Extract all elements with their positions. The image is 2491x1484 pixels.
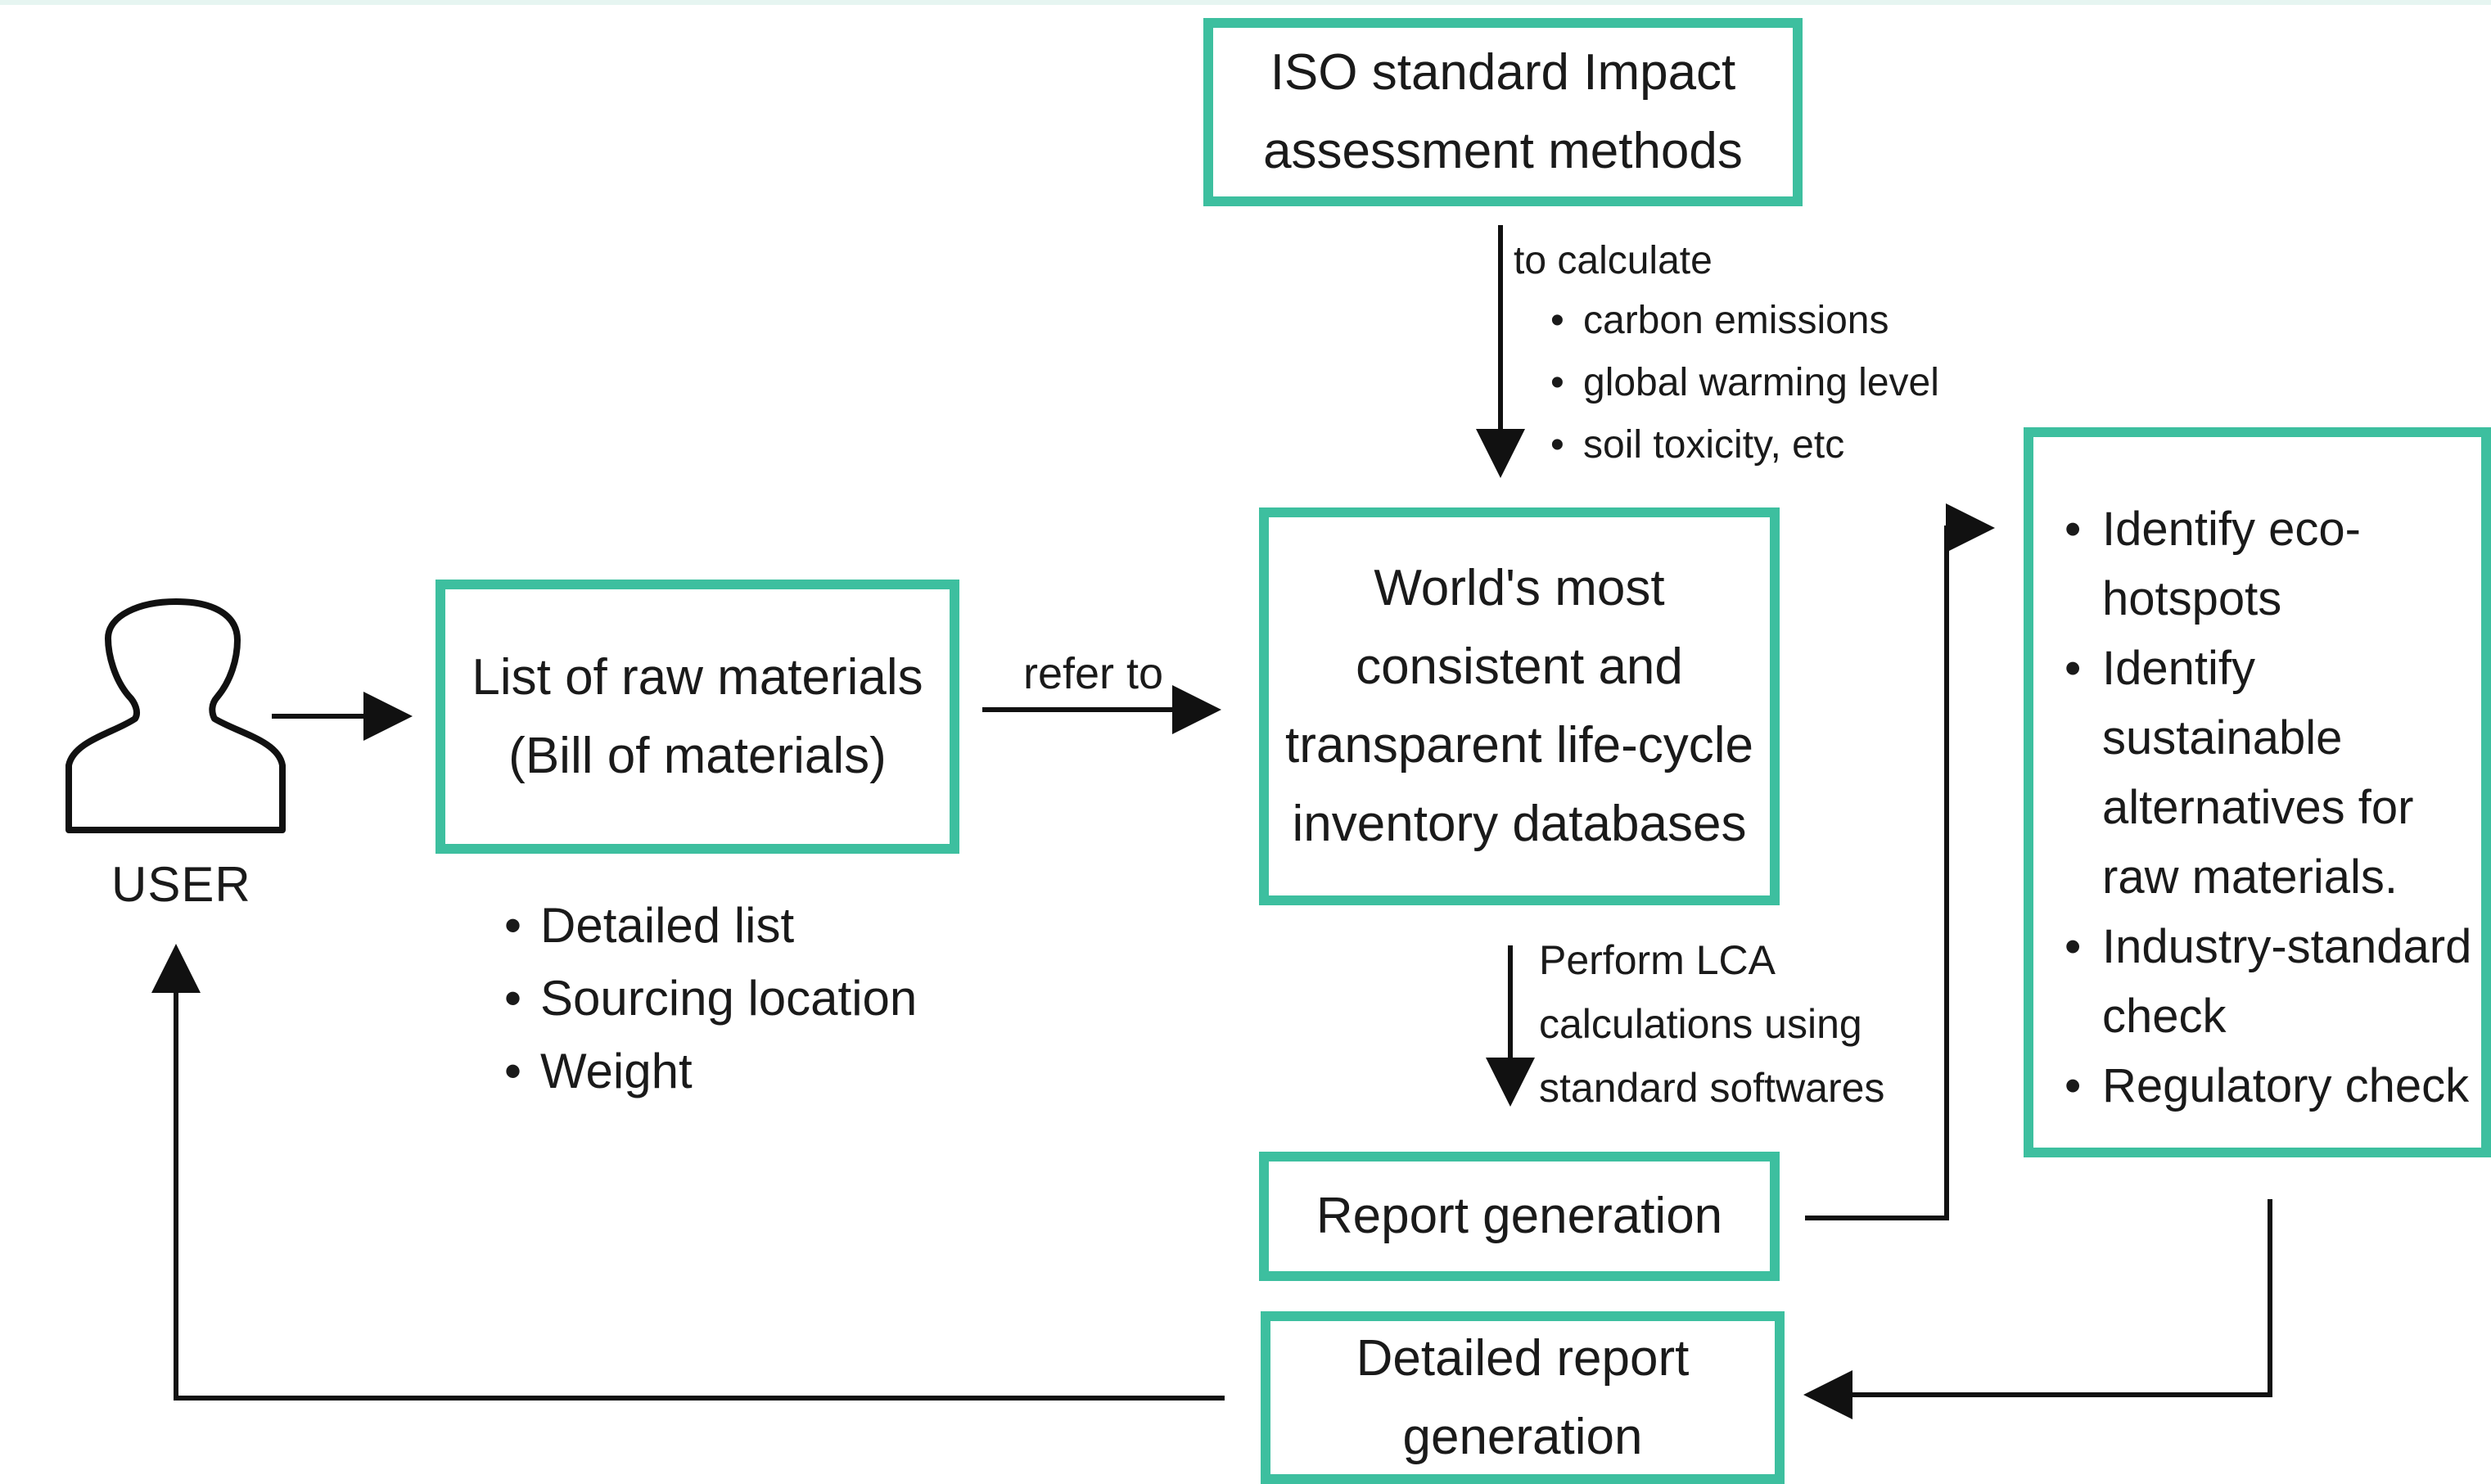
user-label: USER [111, 857, 251, 912]
user-icon [65, 598, 286, 833]
database-line1: World's most [1374, 560, 1665, 616]
lca-calc-label: Perform LCA calculations using standard … [1539, 928, 1884, 1120]
refer-to-label: refer to [1023, 649, 1164, 698]
insight-text: hotspots [2102, 572, 2282, 625]
insight-text: Industry-standard [2102, 920, 2472, 973]
insight-text: Regulatory check [2102, 1059, 2470, 1112]
insights-box: Identify eco- hotspots Identify sustaina… [2024, 427, 2491, 1157]
bom-title-line2: (Bill of materials) [508, 727, 887, 784]
calculate-bullet: carbon emissions [1547, 290, 1939, 352]
insight-text: Identify [2102, 642, 2255, 695]
insights-bullets: Identify eco- hotspots Identify sustaina… [2061, 494, 2471, 1121]
database-line2: consistent and [1356, 638, 1683, 695]
arrow-insights-to-detailed-report [1803, 1199, 2272, 1419]
insight-item: Regulatory check [2061, 1051, 2471, 1121]
report-label: Report generation [1315, 1188, 1723, 1244]
bom-bullet: Detailed list [501, 889, 917, 962]
lca-line2: calculations using [1539, 1001, 1862, 1047]
insight-text: alternatives for [2102, 781, 2414, 834]
insight-text: check [2102, 990, 2227, 1043]
bom-title-line1: List of raw materials [472, 648, 923, 706]
report-generation-box: Report generation [1259, 1152, 1780, 1281]
iso-methods-box: ISO standard Impact assessment methods [1203, 18, 1803, 206]
iso-line2: assessment methods [1263, 123, 1743, 179]
database-line4: inventory databases [1292, 796, 1747, 852]
insight-text: raw materials. [2102, 850, 2398, 904]
bom-bullet: Weight [501, 1035, 917, 1107]
calculate-bullet: soil toxicity, etc [1547, 414, 1939, 476]
detailed-report-line1: Detailed report [1356, 1329, 1690, 1387]
calculate-bullet: global warming level [1547, 352, 1939, 414]
lca-line3: standard softwares [1539, 1065, 1885, 1111]
insight-item: Identify eco- hotspots [2061, 494, 2471, 634]
bom-bullets: Detailed list Sourcing location Weight [501, 889, 917, 1107]
bom-bullet: Sourcing location [501, 962, 917, 1035]
lci-database-box: World's most consistent and transparent … [1259, 507, 1780, 905]
insight-item: Identify sustainable alternatives for ra… [2061, 634, 2471, 912]
to-calculate-label: to calculate [1514, 239, 1713, 282]
calculate-bullets: carbon emissions global warming level so… [1547, 290, 1939, 476]
insight-text: Identify eco- [2102, 503, 2361, 556]
iso-line1: ISO standard Impact [1270, 44, 1736, 101]
lca-line1: Perform LCA [1539, 937, 1776, 983]
detailed-report-box: Detailed report generation [1261, 1311, 1785, 1484]
insight-item: Industry-standard check [2061, 912, 2471, 1051]
bom-box: List of raw materials (Bill of materials… [435, 580, 959, 854]
arrow-report-to-insights [1805, 503, 1995, 1220]
arrow-detailed-report-to-user [151, 944, 1225, 1401]
insight-text: sustainable [2102, 711, 2343, 765]
top-border [0, 0, 2491, 5]
detailed-report-line2: generation [1402, 1408, 1643, 1465]
database-line3: transparent life-cycle [1284, 717, 1754, 774]
